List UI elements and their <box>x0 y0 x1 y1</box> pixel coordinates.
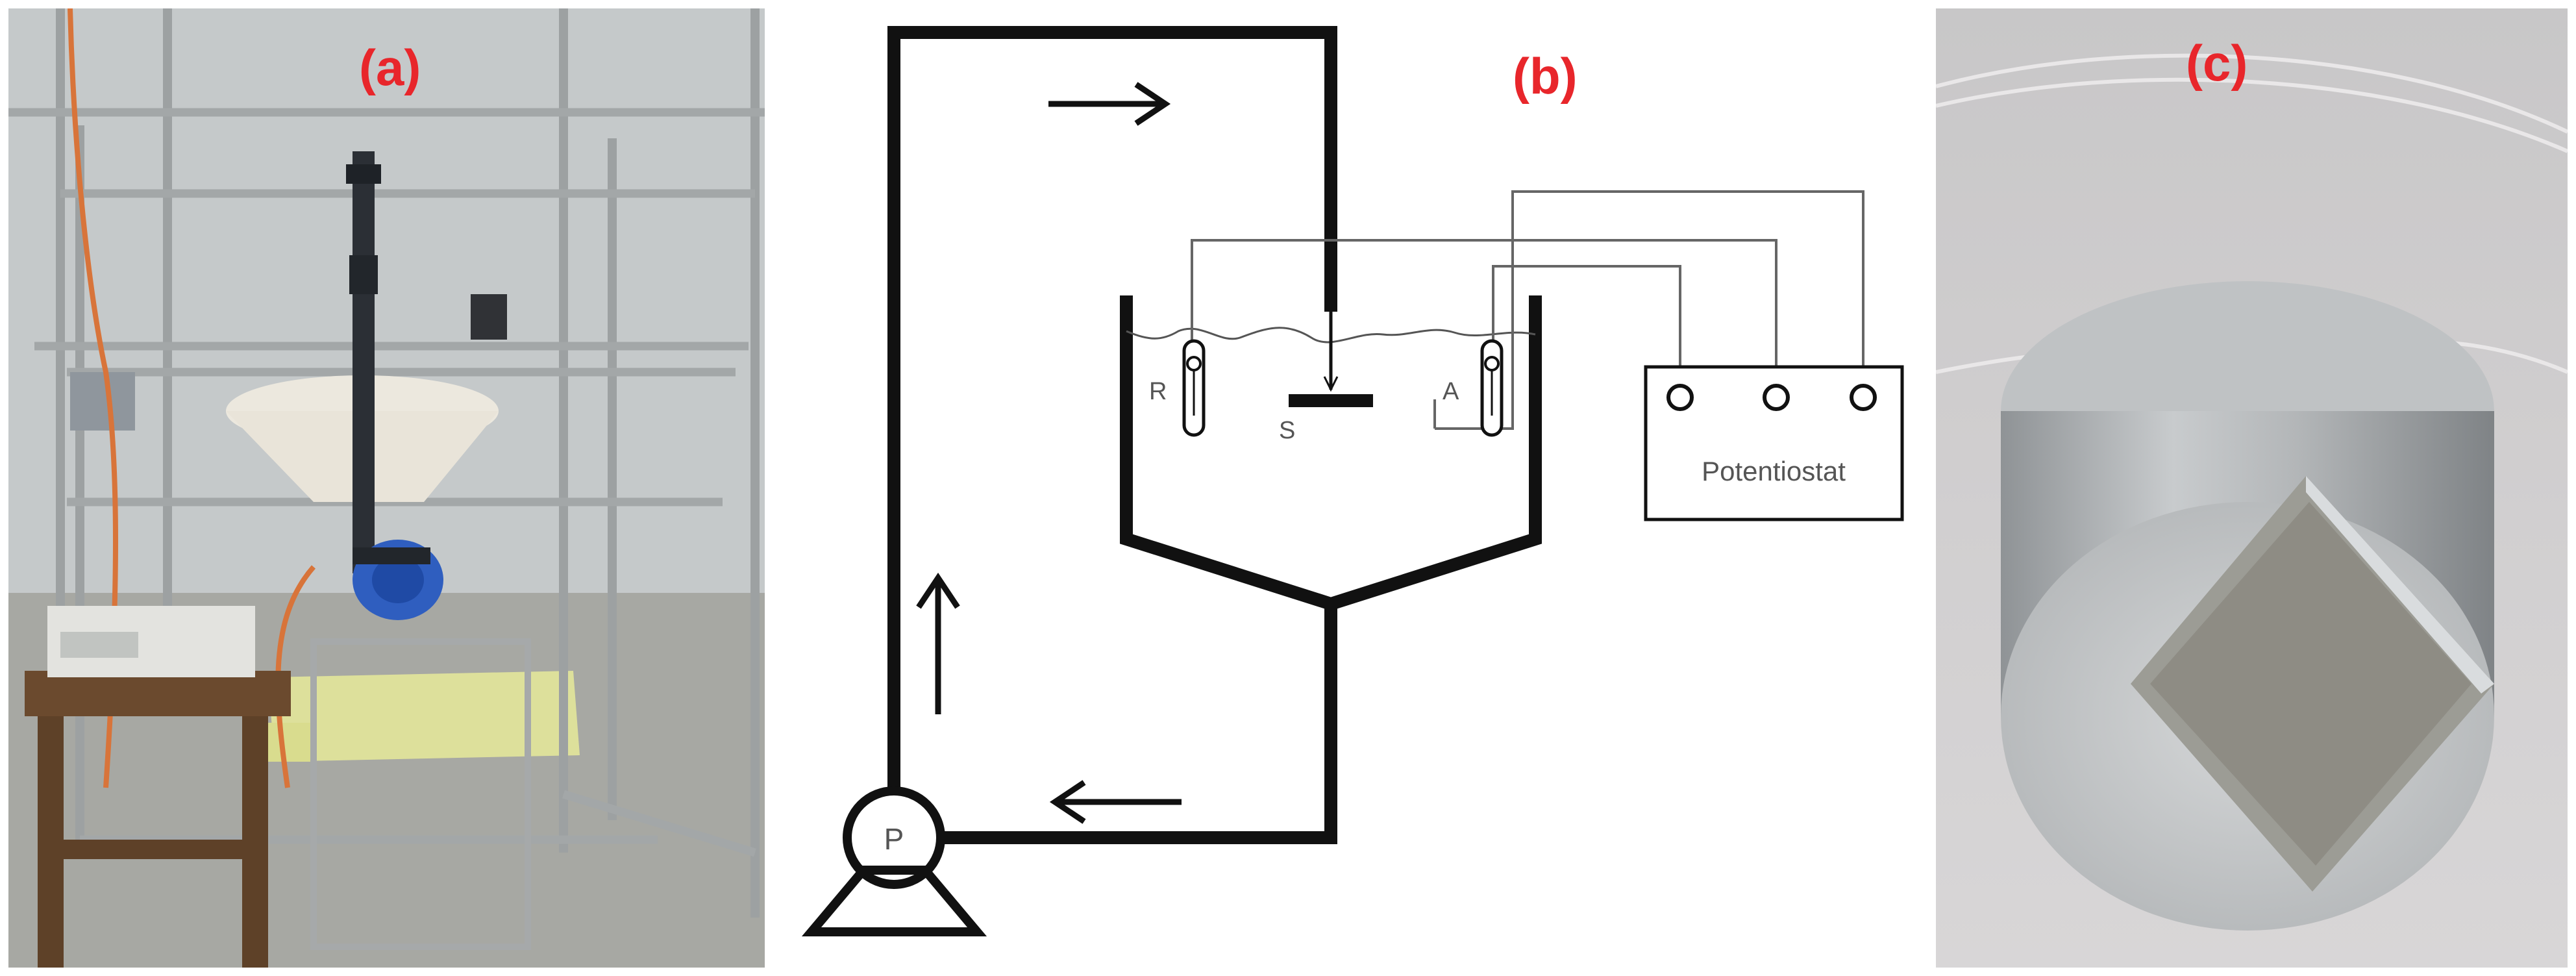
reference-label: R <box>1149 378 1167 405</box>
photo-test-rig: (a) <box>8 8 765 968</box>
flow-loop-schematic: P S R <box>801 26 1904 936</box>
pump-symbol: P <box>801 786 987 936</box>
pump-label: P <box>884 822 904 856</box>
specimen-illustration <box>1936 53 2568 931</box>
specimen-label: S <box>1279 417 1295 444</box>
auxiliary-electrode: A <box>1443 339 1504 437</box>
reference-electrode: R <box>1149 339 1206 437</box>
specimen-electrode: S <box>1279 312 1373 444</box>
panel-label-b: (b) <box>1513 47 1578 105</box>
terminal-3 <box>1850 384 1877 411</box>
electrolyte-surface <box>1126 327 1536 344</box>
schematic-diagram: P S R <box>773 0 1928 976</box>
supply-line <box>887 26 1337 794</box>
panel-label-c: (c) <box>2186 34 2248 92</box>
flow-arrows <box>916 82 1182 824</box>
potentiostat-label: Potentiostat <box>1702 456 1846 486</box>
terminal-1 <box>1666 384 1694 411</box>
terminal-2 <box>1763 384 1790 411</box>
photo-specimen: (c) <box>1936 8 2568 968</box>
test-rig-illustration <box>8 8 765 968</box>
potentiostat-box: Potentiostat <box>1644 365 1904 521</box>
panel-label-a: (a) <box>359 39 421 96</box>
return-line <box>941 604 1337 844</box>
auxiliary-label: A <box>1443 378 1459 405</box>
tank-outline <box>1120 295 1542 611</box>
